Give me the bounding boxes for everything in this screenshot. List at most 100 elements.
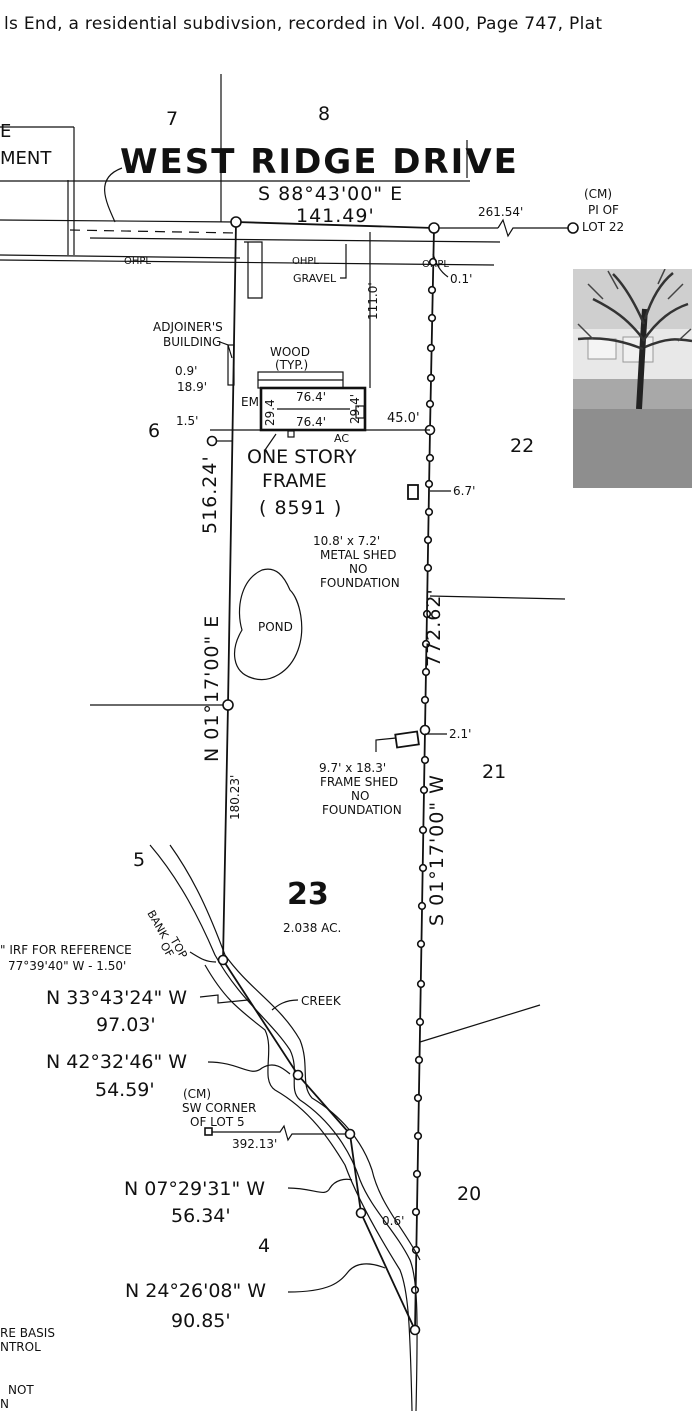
- ohpl-label-2: OHPL: [292, 256, 319, 267]
- metal-shed: [407, 484, 419, 500]
- house-dim-bottom: 76.4': [296, 415, 326, 429]
- easement-fragment: MENT: [0, 148, 52, 169]
- lot-4-number: 4: [258, 1235, 270, 1257]
- frame-shed: [394, 730, 420, 749]
- creek-monument-5: [409, 1324, 421, 1336]
- edge-note-control: NTROL: [0, 1340, 41, 1354]
- house-dim-right: 29.4': [348, 394, 362, 424]
- house-dim-left: 29.4: [263, 399, 277, 426]
- tree-photo-drawing: [573, 269, 692, 488]
- ac-box: [287, 430, 295, 438]
- course4-distance: 90.85': [171, 1310, 231, 1332]
- house-setback: 45.0': [387, 411, 420, 426]
- course4-leader: [287, 1263, 386, 1293]
- ohpl-line: [0, 259, 495, 266]
- pi-distance: 261.54': [478, 205, 523, 219]
- dim-01: 0.1': [450, 272, 472, 286]
- north-boundary: [235, 221, 435, 229]
- house-leader: [264, 433, 277, 451]
- lot-20-number: 20: [457, 1183, 481, 1205]
- house-label-1: ONE STORY: [247, 446, 357, 468]
- pi-line1: PI OF: [588, 203, 619, 217]
- irf-note-2: 77°39'40" W - 1.50': [8, 959, 126, 973]
- lot-22-number: 22: [510, 435, 534, 457]
- pi-monument: [567, 222, 579, 234]
- shed2-line2: FRAME SHED: [320, 775, 398, 789]
- dim-189: 18.9': [177, 380, 207, 394]
- north-row-line: [0, 219, 237, 223]
- top-bank-3: OF: [157, 940, 176, 959]
- course4-bearing: N 24°26'08" W: [125, 1280, 266, 1302]
- shed2-offset: 2.1': [449, 727, 471, 741]
- street-arrow: [104, 167, 123, 223]
- creek-monument-2: [292, 1069, 304, 1081]
- tie-line-east: [429, 595, 566, 600]
- sw-corner-line: [212, 1124, 345, 1142]
- adjoiner-building: [227, 344, 235, 386]
- sw-corner-line2: OF LOT 5: [190, 1115, 245, 1129]
- course3-leader: [287, 1178, 353, 1193]
- sw-corner-distance: 392.13': [232, 1137, 277, 1151]
- dim-09: 0.9': [175, 364, 197, 378]
- wood-line2: (TYP.): [275, 358, 308, 372]
- creek-bank-left: [204, 964, 413, 1411]
- lot-8-number: 8: [318, 103, 330, 125]
- road-line-gravel: [89, 237, 501, 243]
- north-line-distance: 141.49': [296, 205, 375, 227]
- pi-cm-label: (CM): [584, 187, 612, 201]
- east-line-distance: 772.62': [423, 588, 445, 667]
- pi-break: [497, 218, 570, 238]
- lot-23-area: 2.038 AC.: [283, 921, 341, 935]
- ac-label: AC: [334, 432, 349, 445]
- pi-line2: LOT 22: [582, 220, 624, 234]
- dim-01-leader: [432, 253, 449, 278]
- east-fence-posts: [410, 257, 438, 1295]
- course2-leader: [207, 1061, 291, 1075]
- irf-leader: [189, 951, 217, 963]
- creek-monument-1: [217, 954, 229, 966]
- dim-06: 0.6': [382, 1214, 404, 1228]
- edge-note-n: N: [0, 1397, 9, 1411]
- course2-bearing: N 42°32'46" W: [46, 1051, 187, 1073]
- west-offset-monument: [206, 435, 218, 447]
- west-boundary: [222, 221, 237, 961]
- creek-monument-4: [355, 1207, 367, 1219]
- course3-bearing: N 07°29'31" W: [124, 1178, 265, 1200]
- lot-5-number: 5: [133, 849, 145, 871]
- house-label-2: FRAME: [262, 470, 327, 492]
- adjoiner-line2: BUILDING: [163, 335, 221, 349]
- shed1-line2: METAL SHED: [320, 548, 397, 562]
- driveway: [244, 241, 263, 299]
- edge-note-basis: RE BASIS: [0, 1326, 55, 1340]
- sw-corner-cm: (CM): [183, 1087, 211, 1101]
- pond-outline: [234, 568, 303, 681]
- gravel-leader: [340, 244, 347, 279]
- easement-fragment-top: E: [0, 121, 11, 142]
- course1-bearing: N 33°43'24" W: [46, 987, 187, 1009]
- irf-note-1: " IRF FOR REFERENCE: [0, 943, 132, 957]
- creek-bank-outer: [149, 844, 418, 1411]
- street-name: WEST RIDGE DRIVE: [120, 142, 519, 182]
- ne-corner-monument: [428, 222, 440, 234]
- shed2-line4: FOUNDATION: [322, 803, 402, 817]
- lot-23-number: 23: [287, 877, 329, 912]
- ohpl-label-1: OHPL: [124, 256, 151, 267]
- shed1-line1: 10.8' x 7.2': [313, 534, 380, 548]
- shed1-line3: NO: [349, 562, 367, 576]
- dim-111: 111.0': [366, 282, 380, 320]
- dim-15: 1.5': [176, 414, 198, 428]
- lot-7-number: 7: [166, 108, 178, 130]
- house-label-3: ( 8591 ): [259, 497, 342, 519]
- creek-label: CREEK: [301, 994, 342, 1008]
- sw-corner-line1: SW CORNER: [182, 1101, 256, 1115]
- creek-leader: [271, 999, 299, 1011]
- lot-21-number: 21: [482, 761, 506, 783]
- road-line-lower: [0, 254, 241, 259]
- west-mid-monument: [222, 699, 234, 711]
- shed2-line3: NO: [351, 789, 369, 803]
- tie-line-se: [419, 1004, 541, 1043]
- creek-bank-inner: [169, 844, 421, 1261]
- nw-corner-monument: [230, 216, 242, 228]
- gravel-label: GRAVEL: [293, 272, 337, 285]
